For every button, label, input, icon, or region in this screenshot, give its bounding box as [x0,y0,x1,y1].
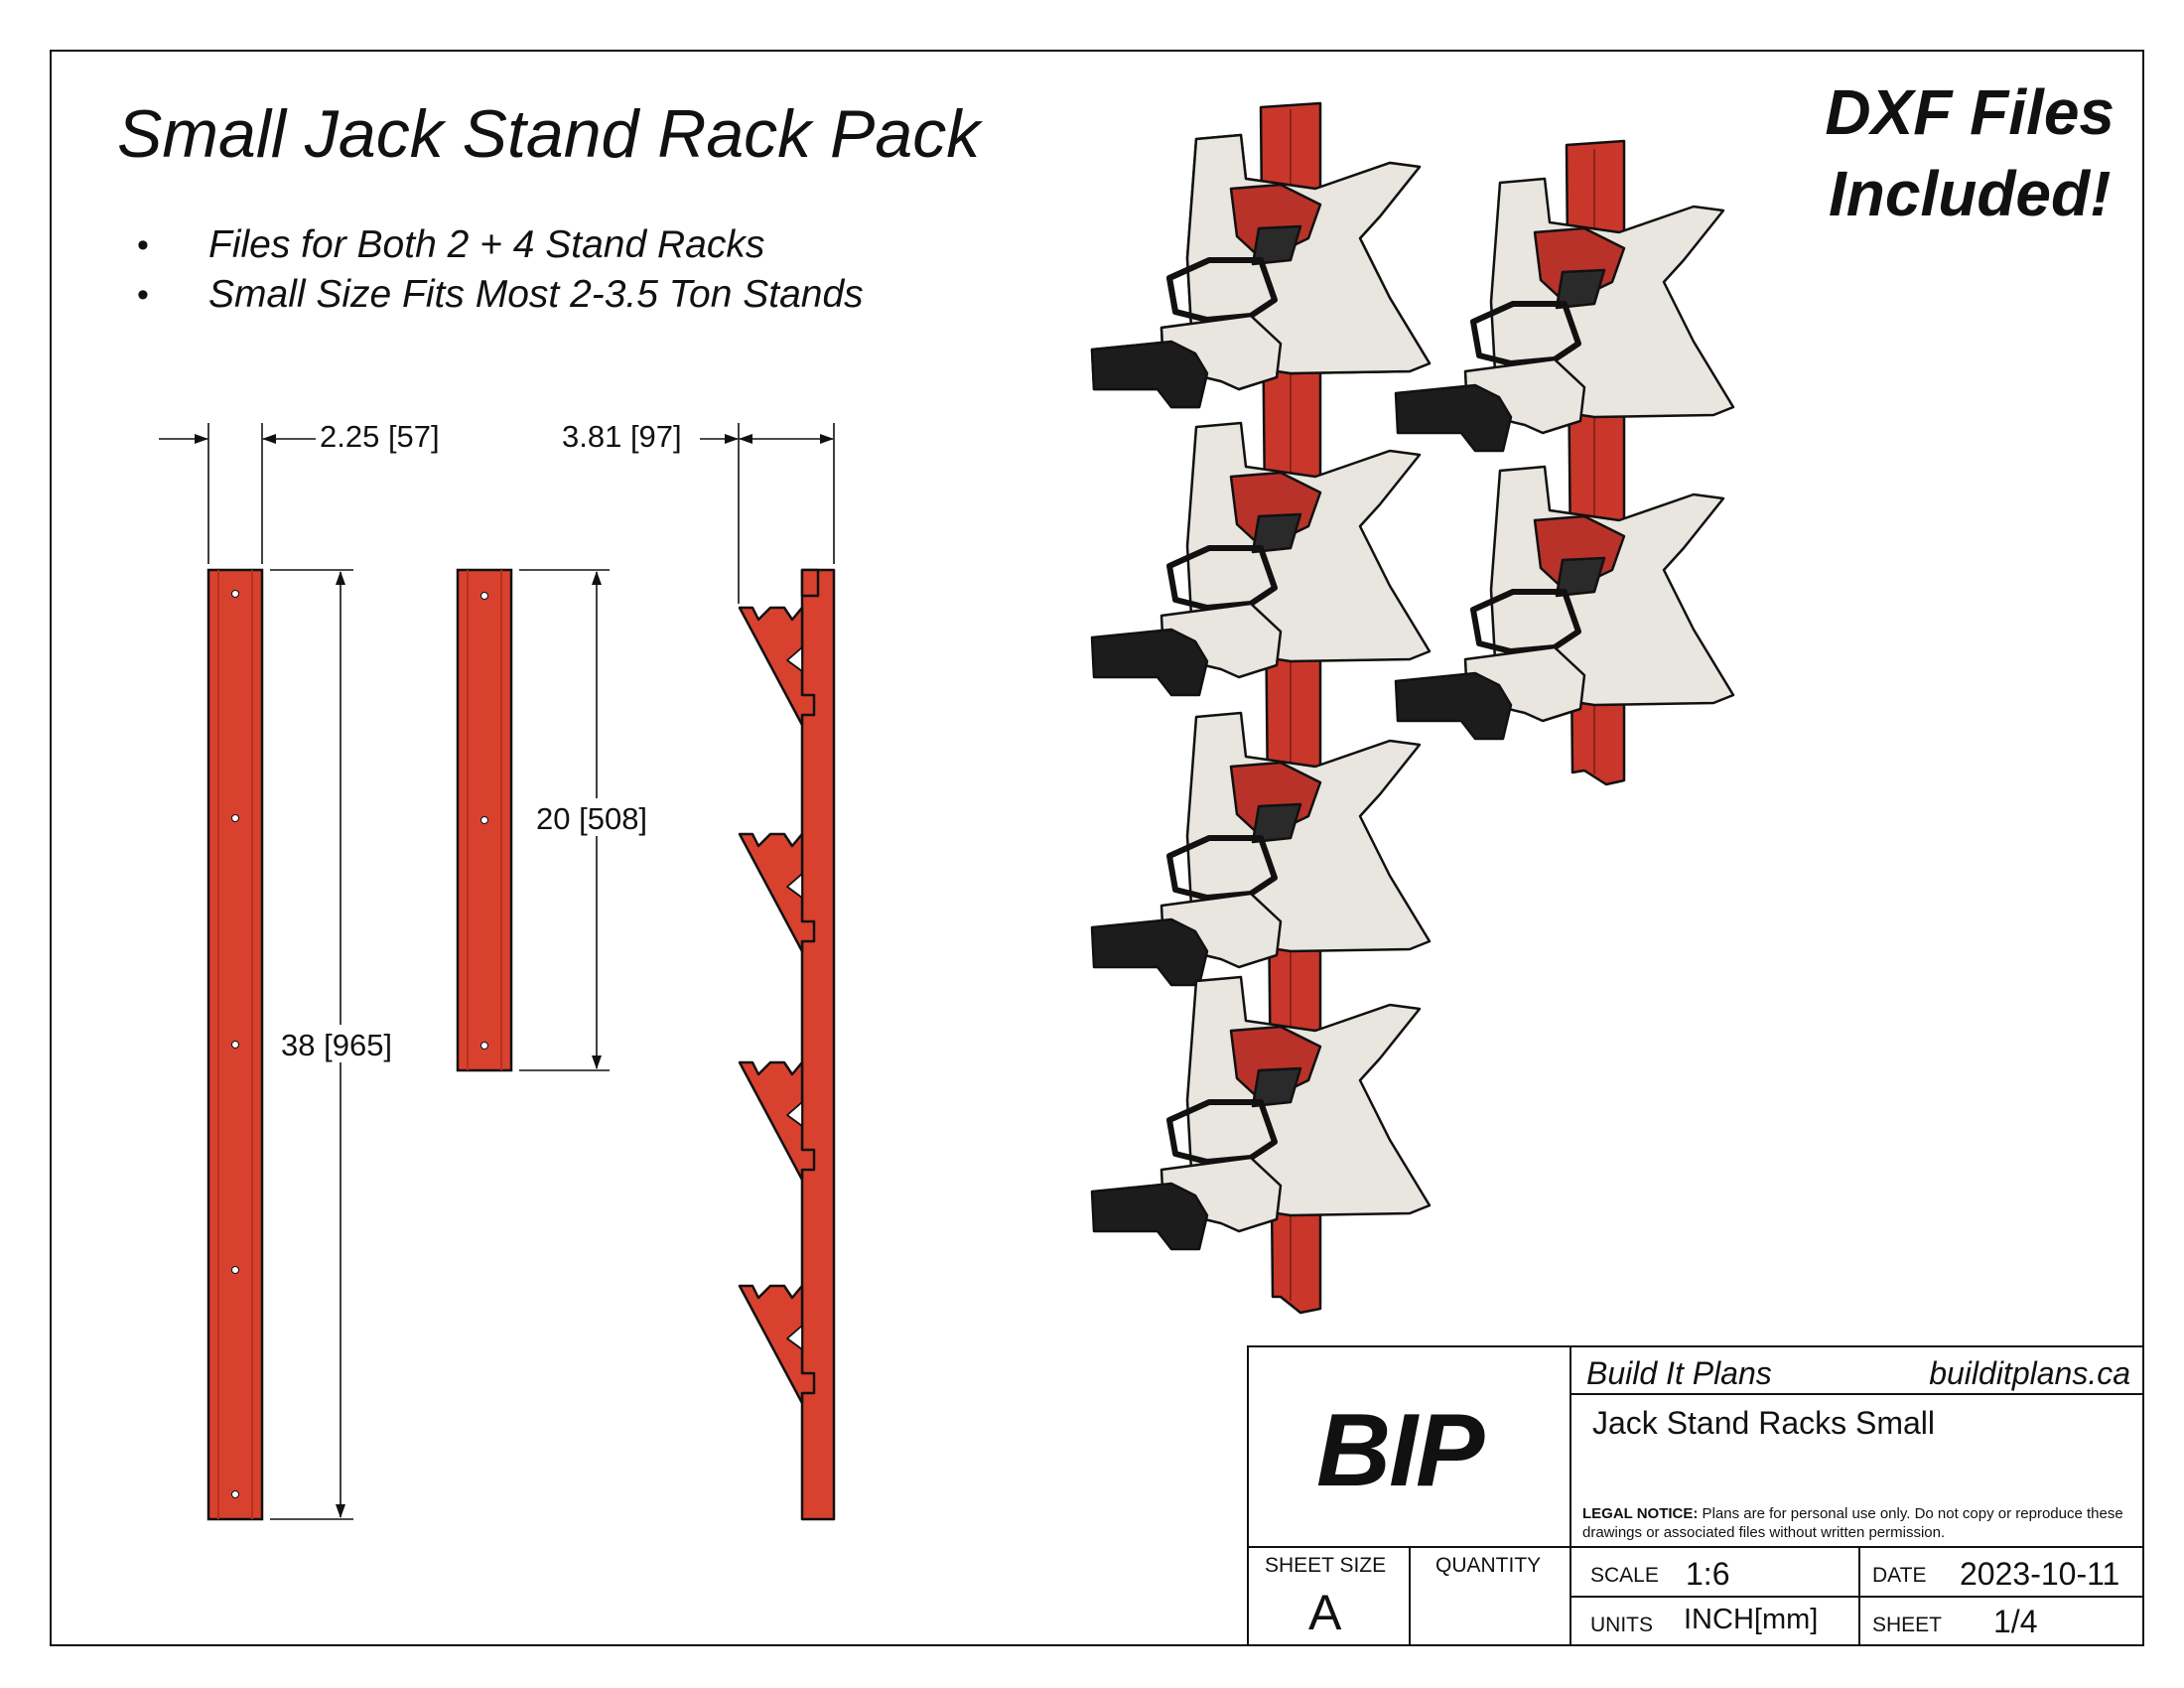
feature-item: •Small Size Fits Most 2-3.5 Ton Stands [129,270,864,320]
sheet-label: SHEET [1872,1614,1943,1636]
title-block-grid [1247,1345,2144,1646]
short-rail [456,568,513,1072]
bullet-icon: • [137,276,149,314]
scale-value: 1:6 [1686,1556,1730,1592]
page-title: Small Jack Stand Rack Pack [117,96,981,172]
profile-rail [738,568,836,1521]
feature-list: •Files for Both 2 + 4 Stand Racks •Small… [129,220,864,320]
width-dimension-label: 2.25 [57] [320,419,440,454]
short-length-label: 20 [508] [536,801,648,836]
bullet-icon: • [137,226,149,264]
project-name: Jack Stand Racks Small [1592,1405,1936,1441]
legal-notice: LEGAL NOTICE: Plans are for personal use… [1582,1505,2123,1541]
bip-logo: BIP [1316,1393,1484,1508]
title-block: BIP Build It Plans builditplans.ca Jack … [1247,1345,2144,1646]
quantity-label: QUANTITY [1435,1554,1542,1577]
units-label: UNITS [1590,1614,1653,1636]
date-label: DATE [1872,1564,1927,1587]
assembly-illustration [1092,101,1733,1315]
long-rail [206,568,264,1521]
sheet-size-value: A [1308,1585,1342,1640]
long-length-label: 38 [965] [281,1028,393,1062]
dxf-callout: DXF Files Included! [1825,76,2115,229]
sheet-value: 1/4 [1993,1604,2038,1639]
drawing-frame [50,50,2144,1646]
feature-item: •Files for Both 2 + 4 Stand Racks [129,220,864,270]
company-website: builditplans.ca [1929,1355,2130,1391]
company-name: Build It Plans [1586,1355,1772,1391]
depth-dimension-label: 3.81 [97] [562,419,682,454]
date-value: 2023-10-11 [1960,1556,2120,1592]
sheet-size-label: SHEET SIZE [1265,1554,1387,1577]
units-value: INCH[mm] [1684,1604,1819,1635]
dimension-lines [159,423,835,1520]
scale-label: SCALE [1590,1564,1659,1587]
